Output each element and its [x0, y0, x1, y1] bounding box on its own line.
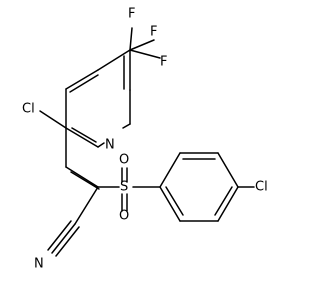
oxygen-label-top: O [119, 153, 129, 168]
nitrile-group [47, 186, 99, 257]
chlorophenyl-ring [159, 152, 255, 222]
trifluoromethyl-group [129, 27, 161, 59]
molecule-drawing: F F F Cl N O S O Cl N [22, 7, 268, 272]
vinyl-linkage [65, 127, 100, 190]
fluorine-label-lower-right: F [160, 55, 167, 70]
fluorine-label-top: F [128, 7, 135, 22]
structure-diagram: F F F Cl N O S O Cl N [22, 7, 268, 272]
fluorine-label-upper-right: F [150, 25, 157, 40]
chlorine-label-pyridine: Cl [22, 102, 35, 117]
nitrogen-label-pyridine: N [105, 138, 115, 153]
sulfonyl-group [97, 167, 161, 212]
pyridine-ring [65, 49, 131, 148]
ring-chloro-bond [39, 110, 67, 129]
oxygen-label-bottom: O [119, 209, 129, 224]
sulfur-label: S [120, 180, 128, 195]
nitrogen-label-nitrile: N [34, 257, 44, 272]
chlorine-label-phenyl: Cl [255, 180, 268, 195]
